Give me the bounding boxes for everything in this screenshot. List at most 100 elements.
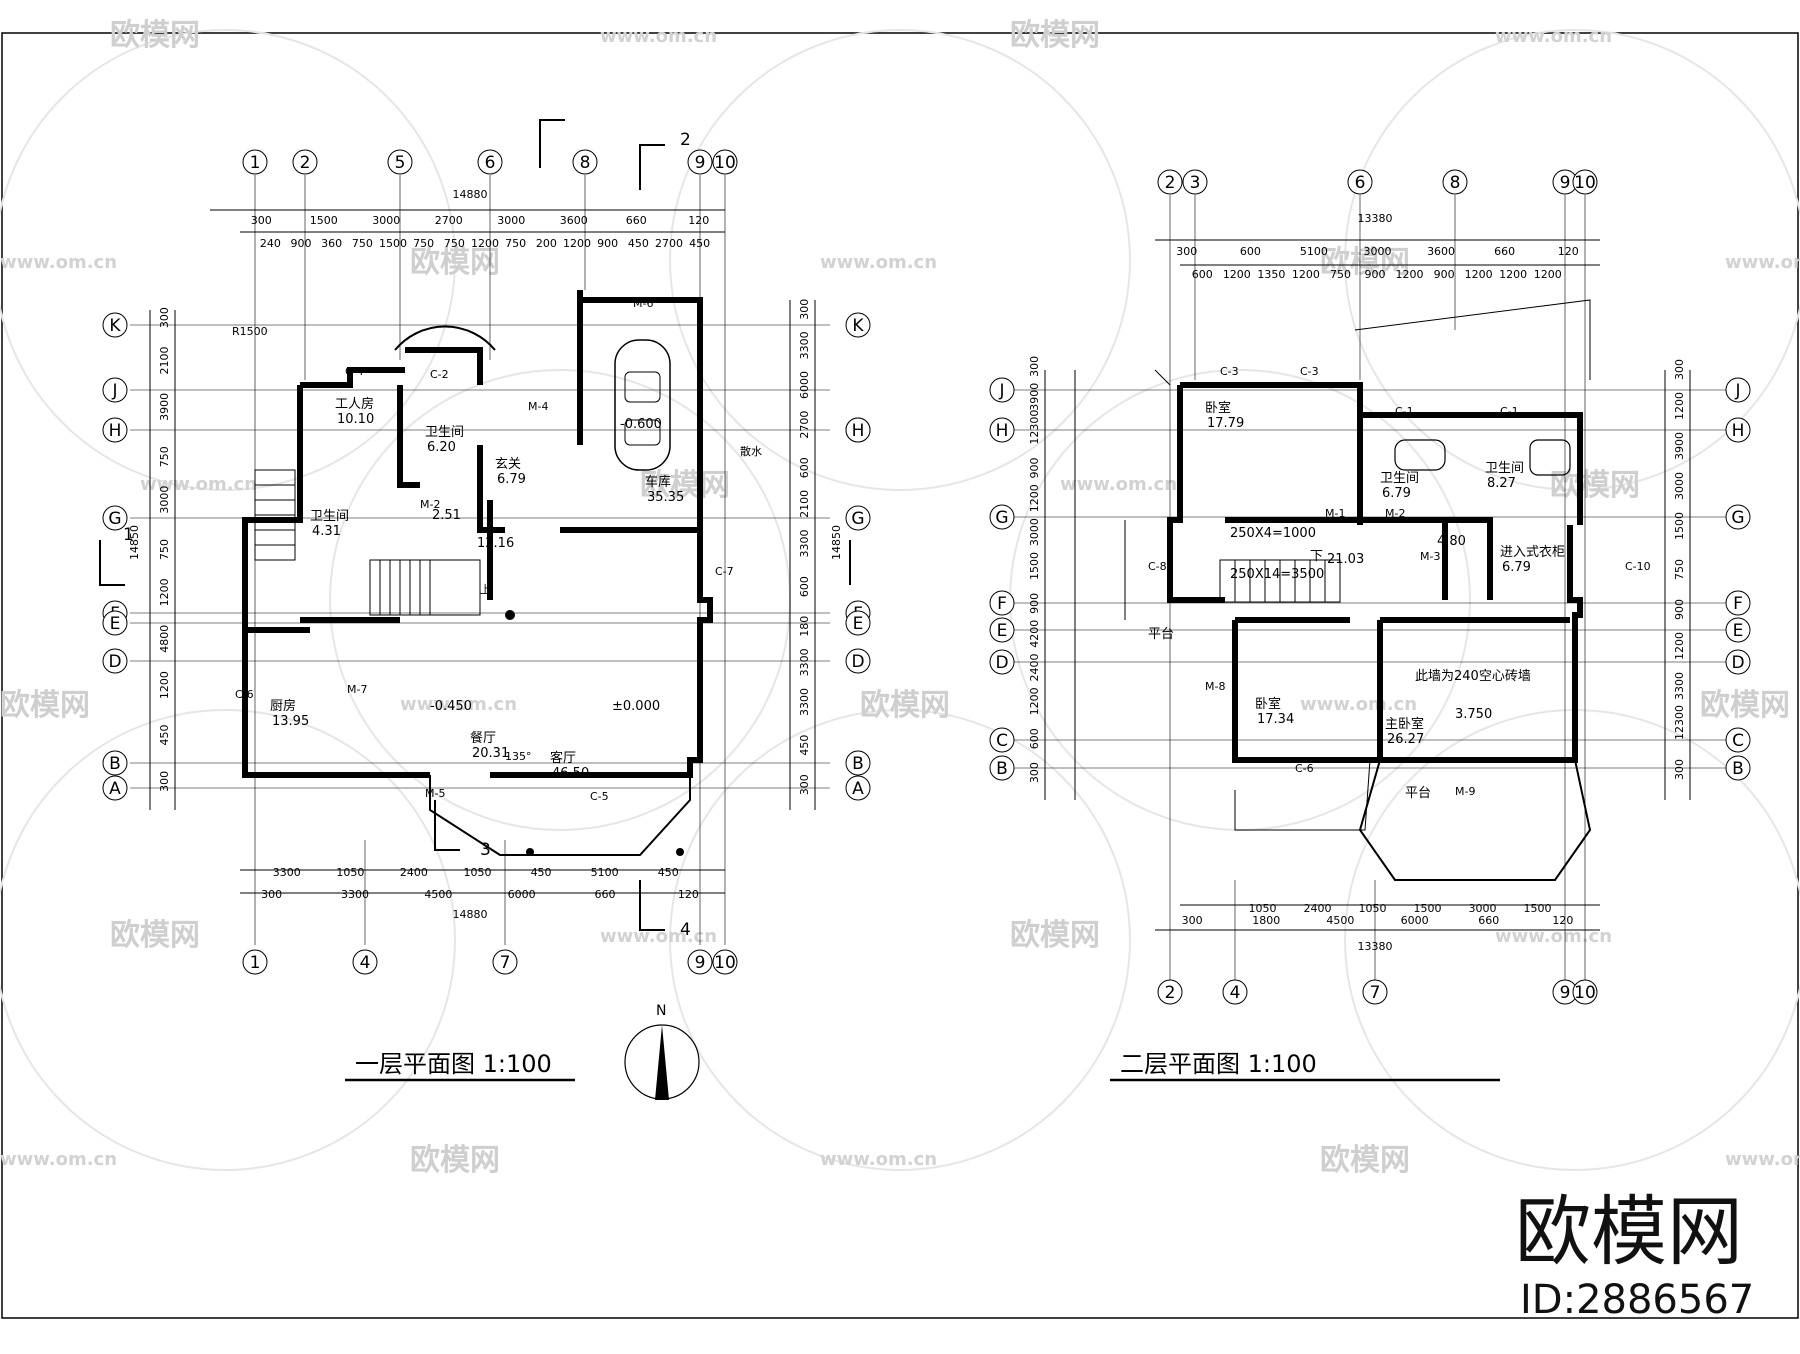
dimension-text: 1050 — [336, 866, 364, 879]
room-area: 46.50 — [552, 766, 589, 781]
plan-label: C-2 — [430, 368, 449, 381]
north-label: N — [656, 1003, 666, 1019]
axis-bubble-left — [102, 648, 128, 674]
dimension-text: 360 — [321, 237, 342, 250]
axis-bubble-bottom — [1572, 979, 1598, 1005]
watermark-layer: 欧模网 www.om.cn 欧模网 www.om.cn www.om.cn 欧模… — [0, 18, 1800, 1178]
watermark-url: www.om.cn — [1300, 694, 1417, 715]
axis-bubble-right-label: D — [1731, 653, 1744, 673]
axis-bubble-left-label: D — [995, 653, 1008, 673]
axis-bubble-bottom — [1362, 979, 1388, 1005]
plan-label: M-3 — [1420, 550, 1440, 563]
dimension-text: 12300 — [1673, 705, 1686, 740]
axis-bubble-bottom-label: 10 — [714, 953, 736, 973]
column-dot — [505, 610, 515, 620]
dimension-text: 1200 — [158, 671, 171, 699]
dimension-text: 750 — [505, 237, 526, 250]
watermark-url: www.om.cn — [600, 926, 717, 947]
plan-note: 下 — [1310, 549, 1323, 564]
dimension-text: 2700 — [798, 411, 811, 439]
axis-bubble-right-label: H — [852, 421, 865, 441]
plan-note: 250X4=1000 — [1230, 526, 1316, 541]
dimension-text: 300 — [798, 774, 811, 795]
watermark-url: www.om.cn — [400, 694, 517, 715]
axis-bubble-left-label: J — [998, 381, 1004, 401]
plan-label: C-3 — [1220, 365, 1239, 378]
dimension-text: 3600 — [1427, 245, 1455, 258]
plan-label: M-8 — [1205, 680, 1225, 693]
plan-label: C-7 — [715, 565, 734, 578]
axis-bubble-bottom — [492, 949, 518, 975]
dimension-text: 1200 — [1673, 632, 1686, 660]
axis-bubble-top — [477, 149, 503, 175]
room-area: 26.27 — [1387, 732, 1424, 747]
dimension-text: 1200 — [1292, 268, 1320, 281]
dimension-text: 1200 — [563, 237, 591, 250]
room-area: 10.10 — [337, 412, 374, 427]
room-name: 工人房 — [335, 396, 374, 412]
dimension-text: 2700 — [655, 237, 683, 250]
dimension-text: 3000 — [372, 214, 400, 227]
dimension-text: 3300 — [798, 331, 811, 359]
dimension-text: 900 — [1673, 599, 1686, 620]
plan1-total-height: 14850 — [128, 525, 141, 560]
dimension-text: 3000 — [1028, 518, 1041, 546]
axis-bubble-right-label: E — [1733, 621, 1744, 641]
axis-bubble-top-label: 6 — [485, 153, 496, 173]
axis-bubble-left-label: H — [996, 421, 1009, 441]
room-name: 主卧室 — [1385, 716, 1424, 732]
section-mark: 2 — [680, 130, 691, 150]
dimension-text: 4800 — [158, 625, 171, 653]
annotation-layer: 12568910147910KKJJHHGGFFEEDDBBAA14880148… — [102, 130, 1751, 1005]
brand-logo-text: 欧模网 — [1515, 1187, 1743, 1276]
dimension-text: 3300 — [273, 866, 301, 879]
plan2-dimension-lines — [1044, 239, 1691, 931]
axis-bubble-left-label: C — [996, 731, 1008, 751]
plan-note: 平台 — [1148, 627, 1174, 642]
watermark-text: 欧模网 — [110, 918, 200, 953]
dimension-text: 5100 — [1300, 245, 1328, 258]
dimension-text: 1800 — [1252, 914, 1280, 927]
watermark-url: www.om.cn — [820, 1149, 937, 1170]
watermark-url: www.om.cn — [1725, 1149, 1800, 1170]
dimension-text: 3000 — [497, 214, 525, 227]
axis-bubble-top-label: 8 — [580, 153, 591, 173]
axis-bubble-right — [845, 610, 871, 636]
watermark-text: 欧模网 — [1320, 245, 1410, 280]
watermark-text: 欧模网 — [640, 468, 730, 503]
room-name: 进入式衣柜 — [1500, 544, 1565, 560]
axis-bubble-bottom-label: 7 — [500, 953, 511, 973]
axis-bubble-bottom — [687, 949, 713, 975]
plan-label: 散水 — [740, 444, 762, 458]
dimension-text: 600 — [1028, 728, 1041, 749]
room-area: 6.79 — [1382, 486, 1411, 501]
axis-bubble-left — [989, 504, 1015, 530]
dimension-text: 3900 — [1028, 383, 1041, 411]
dimension-text: 3900 — [158, 393, 171, 421]
dimension-text: 1350 — [1257, 268, 1285, 281]
dimension-text: 1500 — [1524, 902, 1552, 915]
axis-bubble-left — [102, 505, 128, 531]
room-area: 13.95 — [272, 714, 309, 729]
axis-bubble-top-label: 1 — [250, 153, 261, 173]
dimension-text: 1200 — [1465, 268, 1493, 281]
plan-label: M-4 — [528, 400, 548, 413]
axis-bubble-left — [989, 617, 1015, 643]
dimension-text: 300 — [1028, 762, 1041, 783]
dimension-text: 450 — [658, 866, 679, 879]
dimension-text: 750 — [444, 237, 465, 250]
axis-bubble-right-label: J — [1734, 381, 1740, 401]
axis-bubble-top — [1347, 169, 1373, 195]
axis-bubble-left-label: D — [108, 652, 121, 672]
watermark-url: www.om.cn — [1060, 474, 1177, 495]
watermark-text: 欧模网 — [1550, 468, 1640, 503]
dimension-text: 300 — [1182, 914, 1203, 927]
axis-bubble-bottom-label: 4 — [360, 953, 371, 973]
dimension-text: 3000 — [1364, 245, 1392, 258]
plan1-entrance-arc — [394, 325, 496, 351]
watermark-url: www.om.cn — [820, 252, 937, 273]
dimension-text: 600 — [798, 576, 811, 597]
dimension-text: 120 — [678, 888, 699, 901]
dimension-text: 3000 — [1469, 902, 1497, 915]
watermark-url: www.om.cn — [0, 1149, 117, 1170]
